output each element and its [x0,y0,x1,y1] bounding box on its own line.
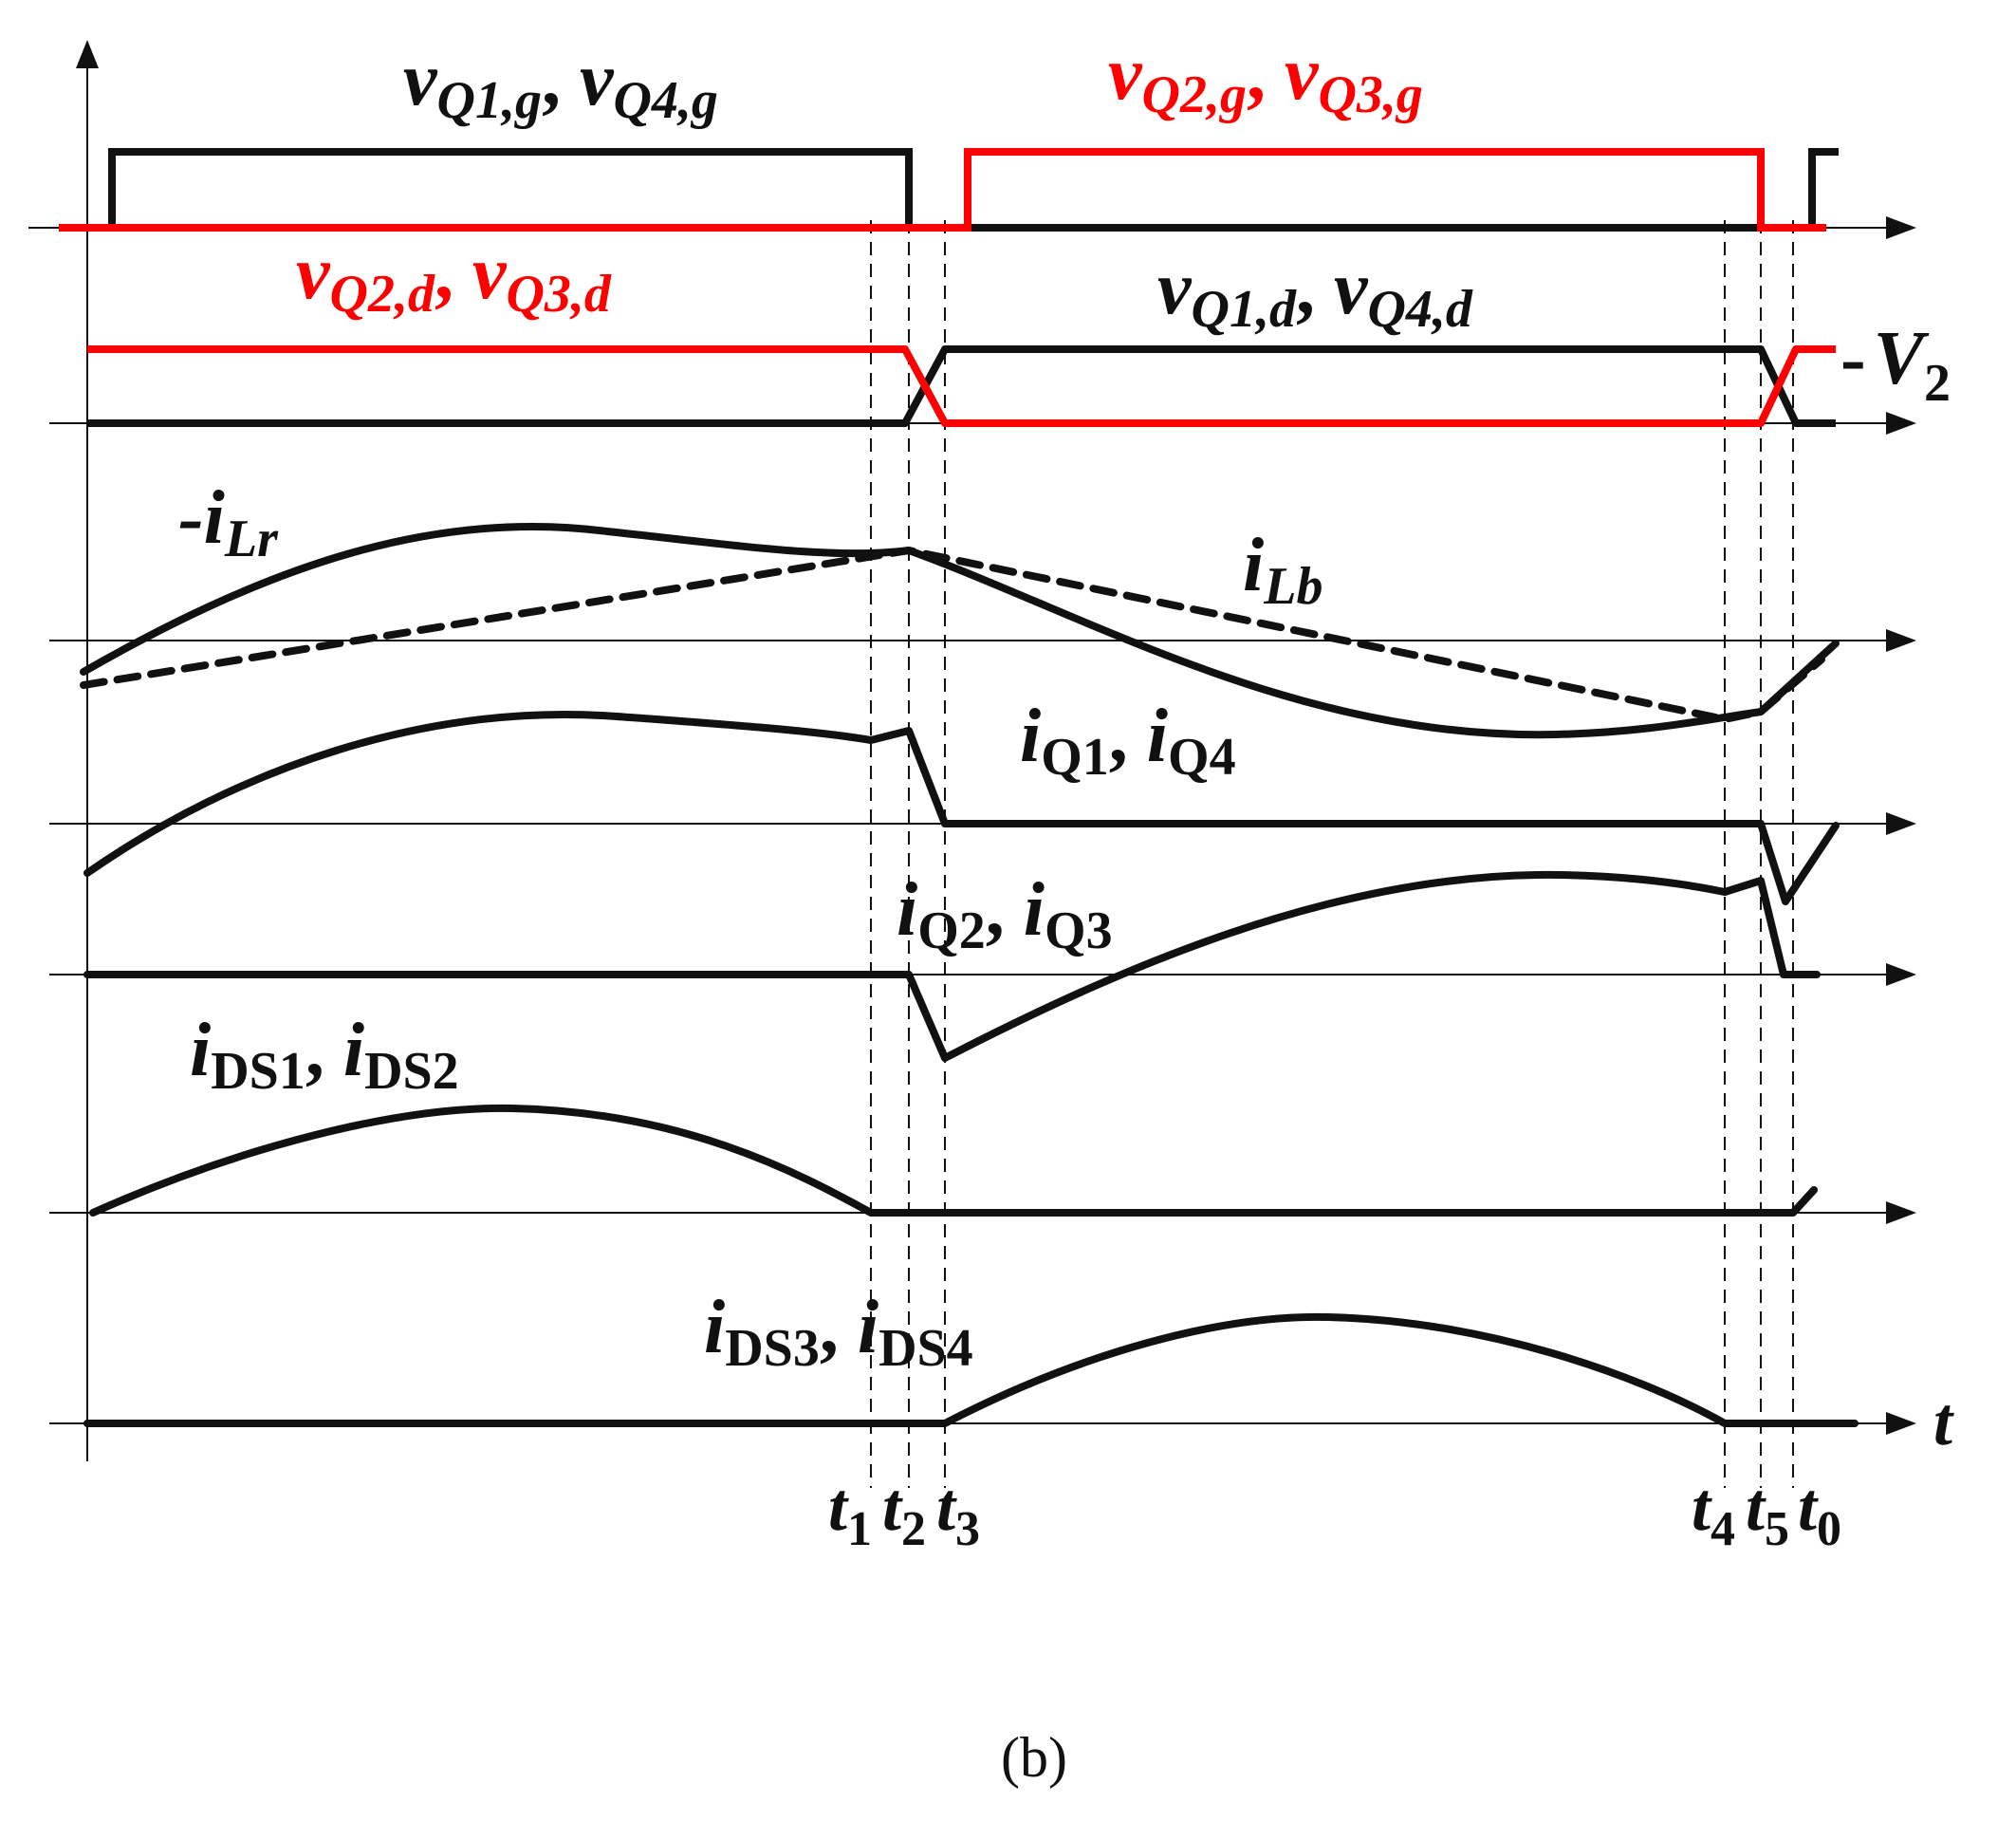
time-mark-t1: t1 [828,1469,872,1556]
iq14-trace [83,711,1840,905]
label-ilb: iLb [1243,524,1322,616]
label-iq14: iQ1, iQ4 [1020,695,1236,787]
label-t-axis: t [1933,1384,1954,1459]
ids12-trace [89,1104,1818,1217]
vertical-axis-arrowhead [76,40,99,68]
vertical-axis [76,40,99,1461]
vgate-q1-q4-next-pulse [1808,148,1839,228]
time-mark-t2: t2 [882,1469,926,1556]
time-mark-t5: t5 [1746,1469,1789,1556]
label-ilr: -iLr [178,476,279,568]
gate-waveforms [59,148,1839,232]
figure-caption: (b) [1001,1726,1067,1789]
ids34-trace [83,1312,1859,1427]
vds-q2-q3-trace [87,345,1836,427]
drain-waveforms [87,345,1836,427]
label-vgate-q2-q3: vQ2,g, vQ3,g [1108,32,1423,124]
vds-q1-q4-trace [87,345,1836,427]
time-mark-t0: t0 [1798,1469,1841,1556]
label-ids34: iDS3, iDS4 [704,1286,973,1378]
time-mark-t3: t3 [936,1469,980,1556]
label-ids12: iDS1, iDS2 [190,1009,459,1101]
inductor-currents [80,522,1840,739]
vgate-q1-q4-trace [83,148,1826,232]
timing-guides [870,220,1794,1488]
vgate-q2-q3-trace [59,148,1826,232]
label-vgate-q1-q4: vQ1,g, vQ4,g [403,38,718,130]
time-marks: t1 t2 t3 t4 t5 t0 [828,1469,1841,1556]
label-vds-q1-q4: vQ1,d, vQ4,d [1157,247,1473,339]
iq23-trace [83,870,1821,1062]
label-vds-q2-q3: vQ2,d, vQ3,d [296,232,612,324]
time-mark-t4: t4 [1692,1469,1735,1556]
label-v2: -V2 [1840,317,1951,413]
label-iq23: iQ2, iQ3 [897,868,1113,960]
ilb-trace [80,547,1825,723]
